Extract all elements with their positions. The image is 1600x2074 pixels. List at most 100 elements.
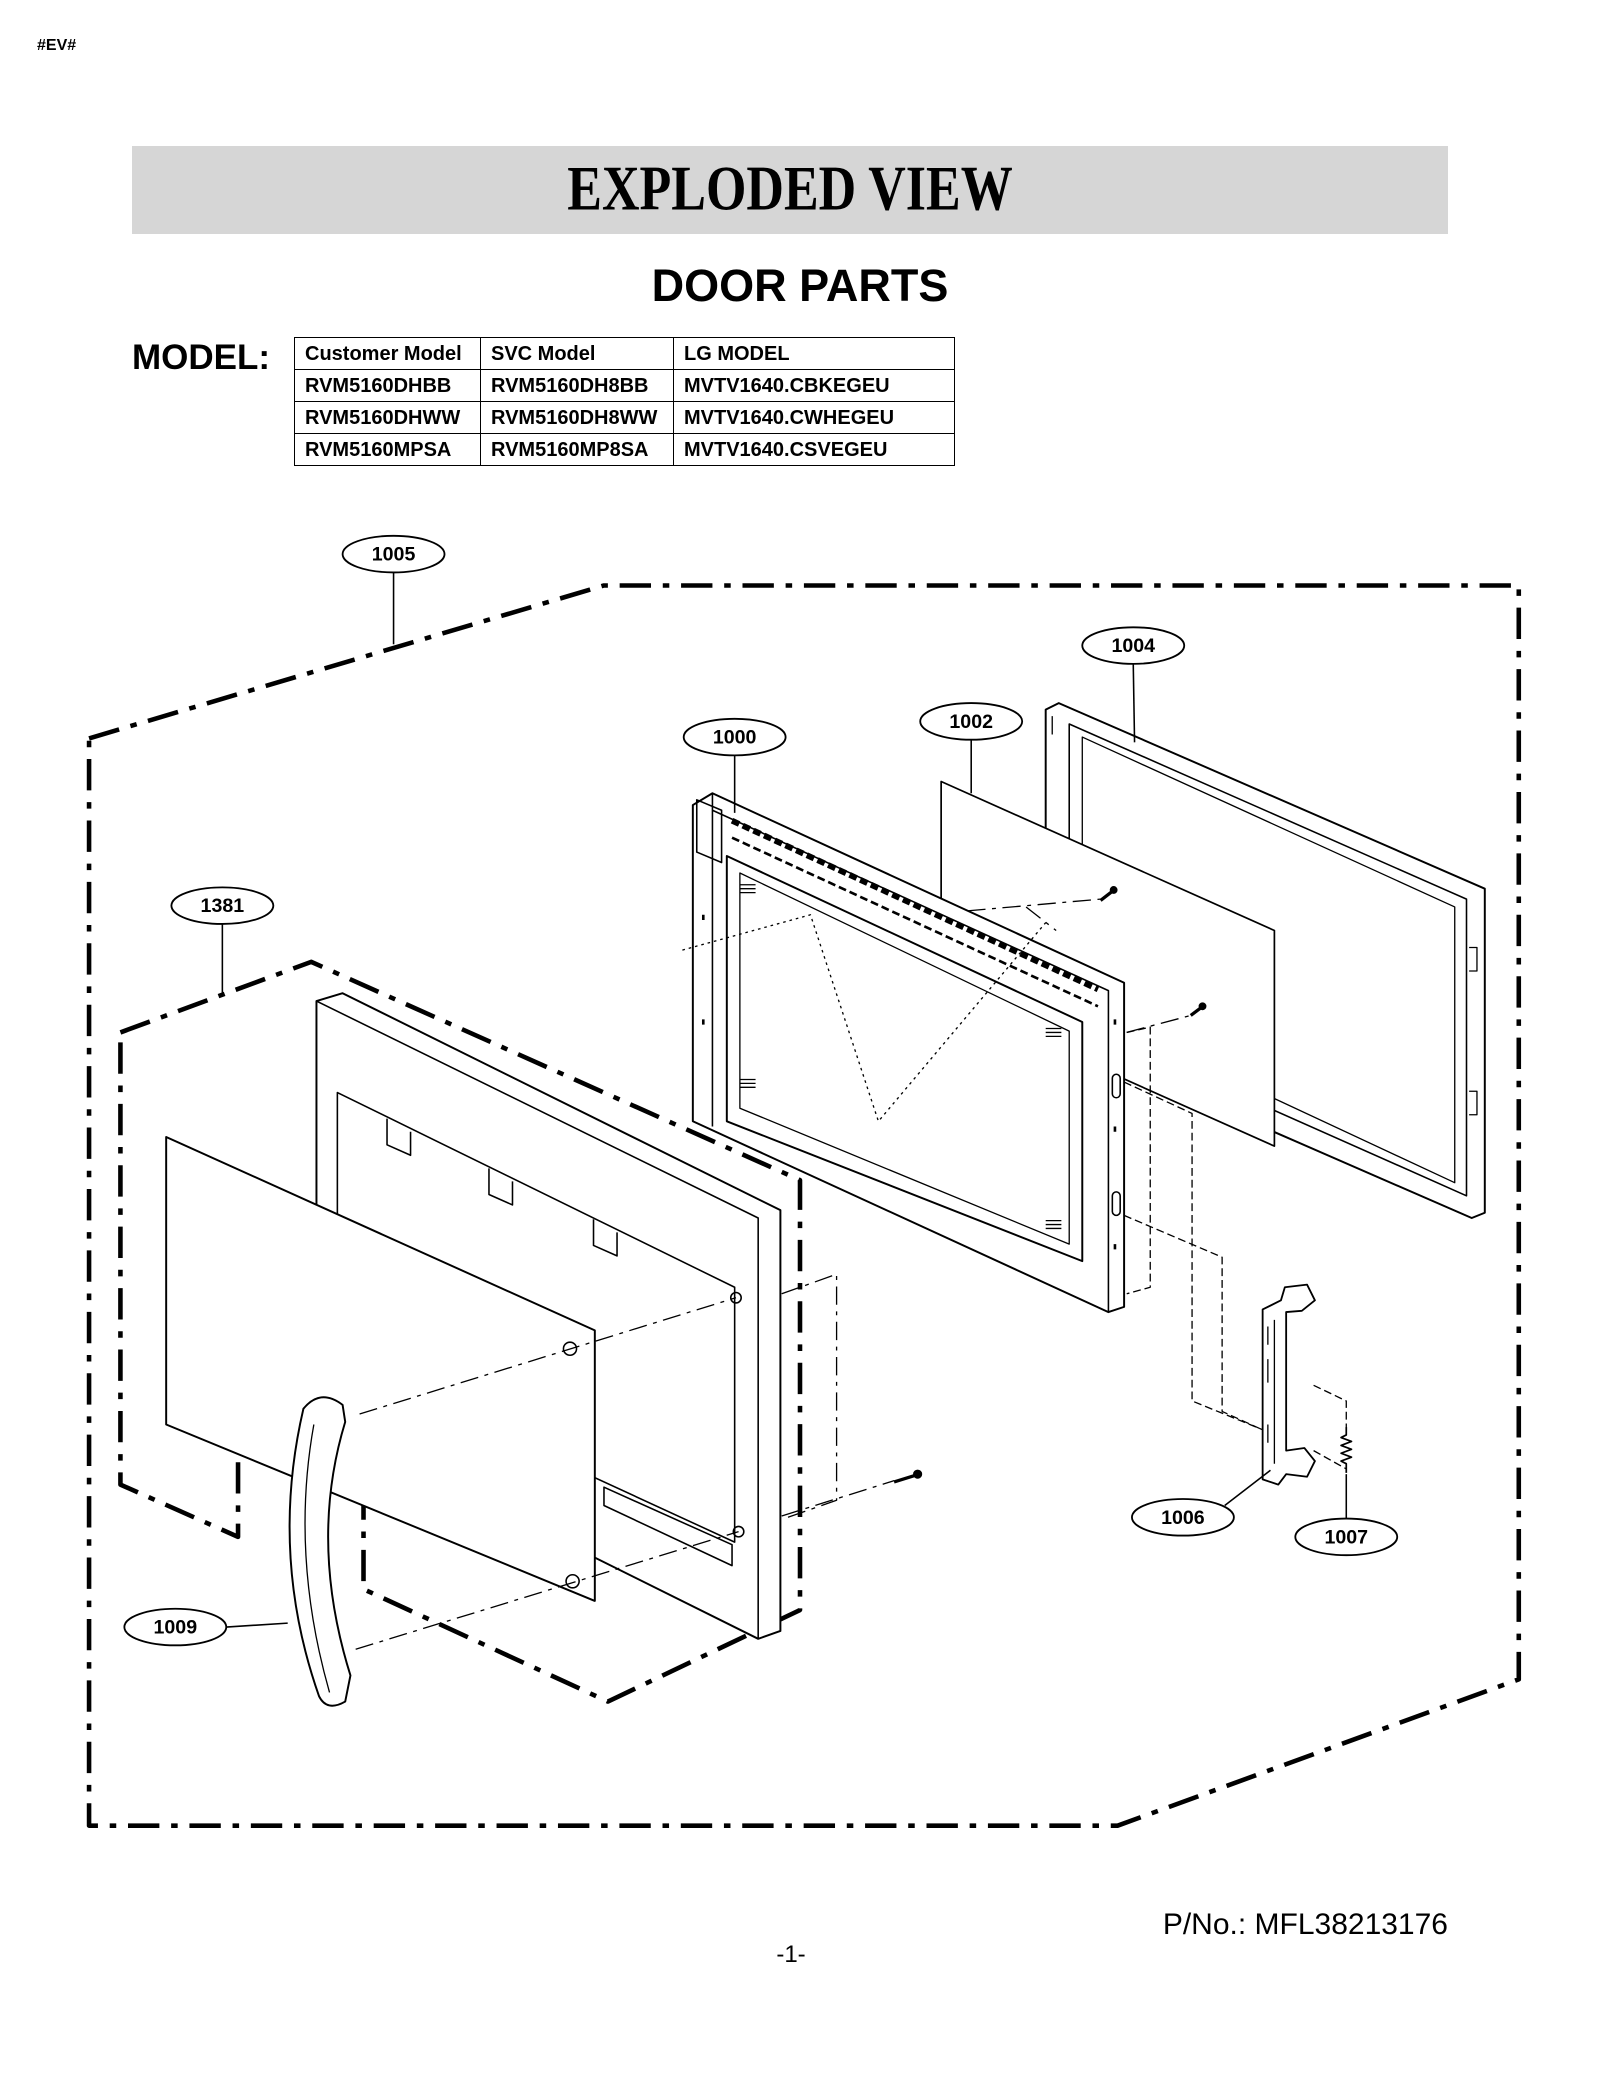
model-label: MODEL: [132,338,271,377]
dashdot-guide-line [967,898,1101,912]
leader-line [1132,663,1136,743]
choke-slot-row [731,836,1099,1008]
glass-hole [562,1341,578,1357]
dashdot-guide-line [359,1297,737,1415]
dashdot-guide-line [1126,1014,1191,1034]
table-cell: RVM5160MP8SA [480,433,674,466]
door-window-inner [739,872,1070,1245]
page-title: EXPLODED VIEW [567,154,1013,225]
vent-mark [1045,1027,1062,1037]
callout-label: 1002 [949,711,993,733]
screw-head [1198,1002,1207,1011]
table-header-row: Customer Model SVC Model LG MODEL [294,337,955,370]
screw [1099,886,1118,902]
part-number: P/No.: MFL38213176 [1162,1908,1448,1941]
callout-oval [919,702,1024,741]
panel-screw-hole [729,1291,742,1304]
callout-oval [170,886,275,925]
screw-shank [1099,889,1114,902]
handle-highlight [304,1424,331,1693]
section-subtitle: DOOR PARTS [651,260,949,311]
dashdot-guide-line [781,1480,895,1517]
callout-oval [123,1607,228,1647]
door-side-holes [701,914,1117,1250]
vent-mark [739,884,756,894]
latch-body [1261,1283,1316,1486]
vent-mark [1045,1219,1062,1230]
title-band: EXPLODED VIEW [132,146,1448,234]
latch-spring-1007 [1340,1427,1353,1473]
callout-label: 1381 [201,895,245,917]
vent-mark [739,1078,756,1088]
callout-oval [341,534,446,574]
choke-slot-row [730,818,1100,992]
panel-bottom-tab [603,1486,733,1567]
callout-oval [1081,626,1186,665]
front-glass-panel [165,1135,596,1602]
dashed-guide-line [1313,1450,1347,1470]
panel-hook [592,1219,618,1257]
table-cell: RVM5160DH8WW [480,401,674,434]
panel-screw-hole [732,1525,745,1538]
screw [1189,1002,1207,1017]
callout-1004: 1004 [1081,626,1186,665]
table-row: RVM5160DHBB RVM5160DH8BB MVTV1640.CBKEGE… [294,369,955,402]
table-header-cell: SVC Model [480,337,674,370]
panel-hook [386,1118,412,1157]
callout-label: 1009 [154,1617,198,1639]
callout-1381: 1381 [170,886,275,925]
callout-oval [682,717,787,757]
door-handle-1009 [288,1396,352,1707]
screw [893,1469,923,1484]
leader-lines [221,572,1348,1628]
dashdot-guide-line [1025,906,1057,932]
front-glass-sheet [165,1135,596,1602]
door-window-outer [725,855,1084,1263]
dotted-guide-line [682,914,1047,1122]
screw-shank [893,1473,916,1484]
table-cell: RVM5160MPSA [294,433,481,466]
callout-label: 1000 [713,727,757,749]
callout-oval [1131,1498,1235,1537]
model-table: Customer Model SVC Model LG MODEL RVM516… [294,337,955,466]
callout-label: 1007 [1324,1526,1368,1548]
table-cell: MVTV1640.CSVEGEU [673,433,955,466]
callout-1000: 1000 [682,717,787,757]
callout-1007: 1007 [1294,1517,1399,1557]
leader-line [1224,1469,1271,1507]
callout-1002: 1002 [919,702,1024,741]
callout-1006: 1006 [1131,1498,1235,1537]
table-cell: MVTV1640.CBKEGEU [673,369,955,402]
header-tag: #EV# [37,37,77,54]
screw-shank [1189,1006,1203,1017]
screw-head [913,1469,923,1479]
table-cell: MVTV1640.CWHEGEU [673,401,955,434]
assembly-boundary-1005 [86,583,1522,1828]
panel-hook [488,1168,514,1206]
hinge-slot [1111,1073,1121,1099]
door-hinge-plate [695,799,723,864]
hinge-slot [1111,1191,1121,1217]
handle-body [288,1396,352,1707]
leader-line [226,1622,288,1628]
page-number: -1- [776,1941,806,1968]
panel-frame-front-edge [316,1000,759,1639]
table-row: RVM5160MPSA RVM5160MP8SA MVTV1640.CSVEGE… [294,433,955,466]
dashdot-guide-line [781,1273,838,1520]
callout-label: 1004 [1111,635,1155,657]
frame-tabs [1051,716,1478,1116]
door-latch-1006 [1261,1283,1316,1486]
callout-label: 1006 [1161,1507,1205,1529]
callout-1005: 1005 [341,534,446,574]
table-header-cell: Customer Model [294,337,481,370]
table-cell: RVM5160DH8BB [480,369,674,402]
glass-hole [565,1573,580,1589]
door-frame-1000 [691,792,1126,1314]
latch-slots [1267,1319,1276,1464]
dashed-guide-line [1313,1384,1347,1429]
dashed-guide-line [1123,1214,1266,1432]
dashdot-guide-line [355,1531,739,1650]
dashed-guide-line [1126,1026,1151,1295]
callout-oval [1294,1517,1399,1557]
